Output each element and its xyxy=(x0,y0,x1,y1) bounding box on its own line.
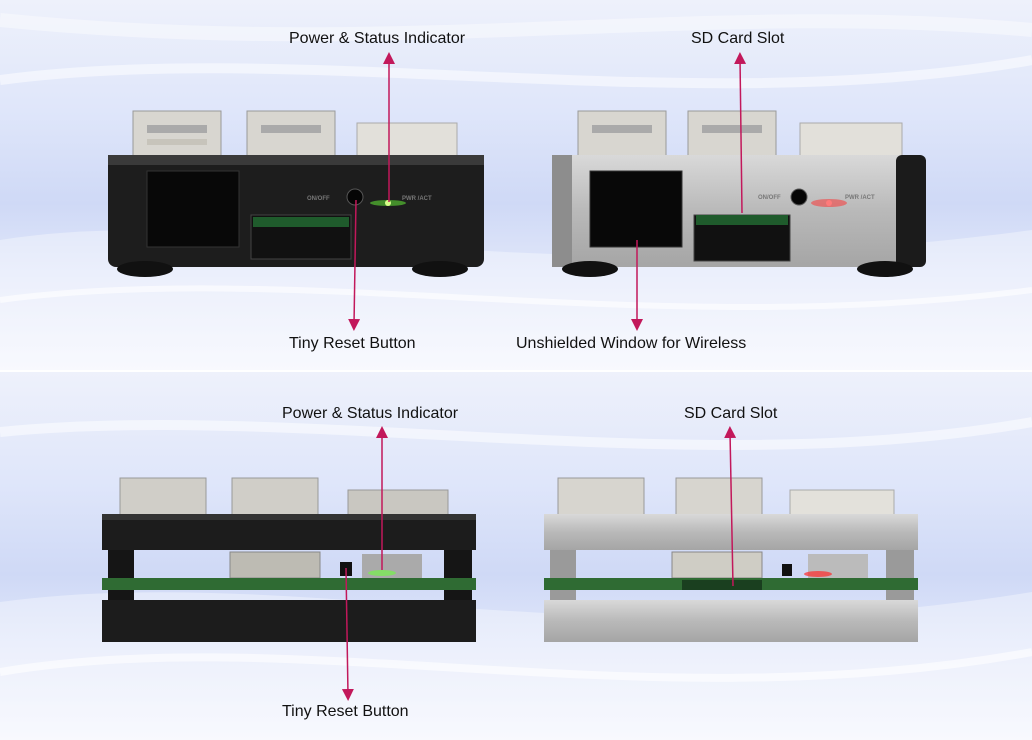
silver-case-stacked xyxy=(544,477,918,642)
svg-text:PWR /ACT: PWR /ACT xyxy=(402,196,432,202)
ethernet-port xyxy=(356,122,458,158)
status-led xyxy=(368,570,396,576)
sd-card-slot xyxy=(682,580,762,590)
silver-case-front: ON/OFF PWR /ACT xyxy=(552,110,926,277)
label-reset-button-bottom: Tiny Reset Button xyxy=(282,703,409,720)
label-power-status-top: Power & Status Indicator xyxy=(289,30,466,47)
reset-button xyxy=(346,188,364,206)
black-case-stacked xyxy=(102,477,476,642)
label-sd-card-bottom: SD Card Slot xyxy=(684,405,778,422)
reset-button xyxy=(790,188,808,206)
bottom-product-panel: Power & Status Indicator Tiny Reset Butt… xyxy=(0,372,1032,740)
usb-port-2 xyxy=(246,110,336,158)
wireless-window xyxy=(146,170,240,248)
reset-button xyxy=(340,562,352,576)
svg-text:PWR /ACT: PWR /ACT xyxy=(845,195,875,201)
usb-port-1 xyxy=(577,110,667,158)
label-reset-button-top: Tiny Reset Button xyxy=(289,335,416,352)
usb-port-1 xyxy=(132,110,222,158)
top-product-panel: ON/OFF PWR /ACT xyxy=(0,0,1032,370)
circuit-board xyxy=(102,578,476,590)
reset-button xyxy=(782,564,792,576)
usb-port-2 xyxy=(687,110,777,158)
label-wireless-window: Unshielded Window for Wireless xyxy=(516,335,747,352)
black-case-front: ON/OFF PWR /ACT xyxy=(108,110,484,277)
ethernet-port xyxy=(799,122,903,158)
svg-text:ON/OFF: ON/OFF xyxy=(307,196,330,202)
label-sd-card-top: SD Card Slot xyxy=(691,30,785,47)
label-power-status-bottom: Power & Status Indicator xyxy=(282,405,459,422)
svg-text:ON/OFF: ON/OFF xyxy=(758,195,781,201)
wireless-window xyxy=(589,170,683,248)
status-led xyxy=(804,571,832,577)
